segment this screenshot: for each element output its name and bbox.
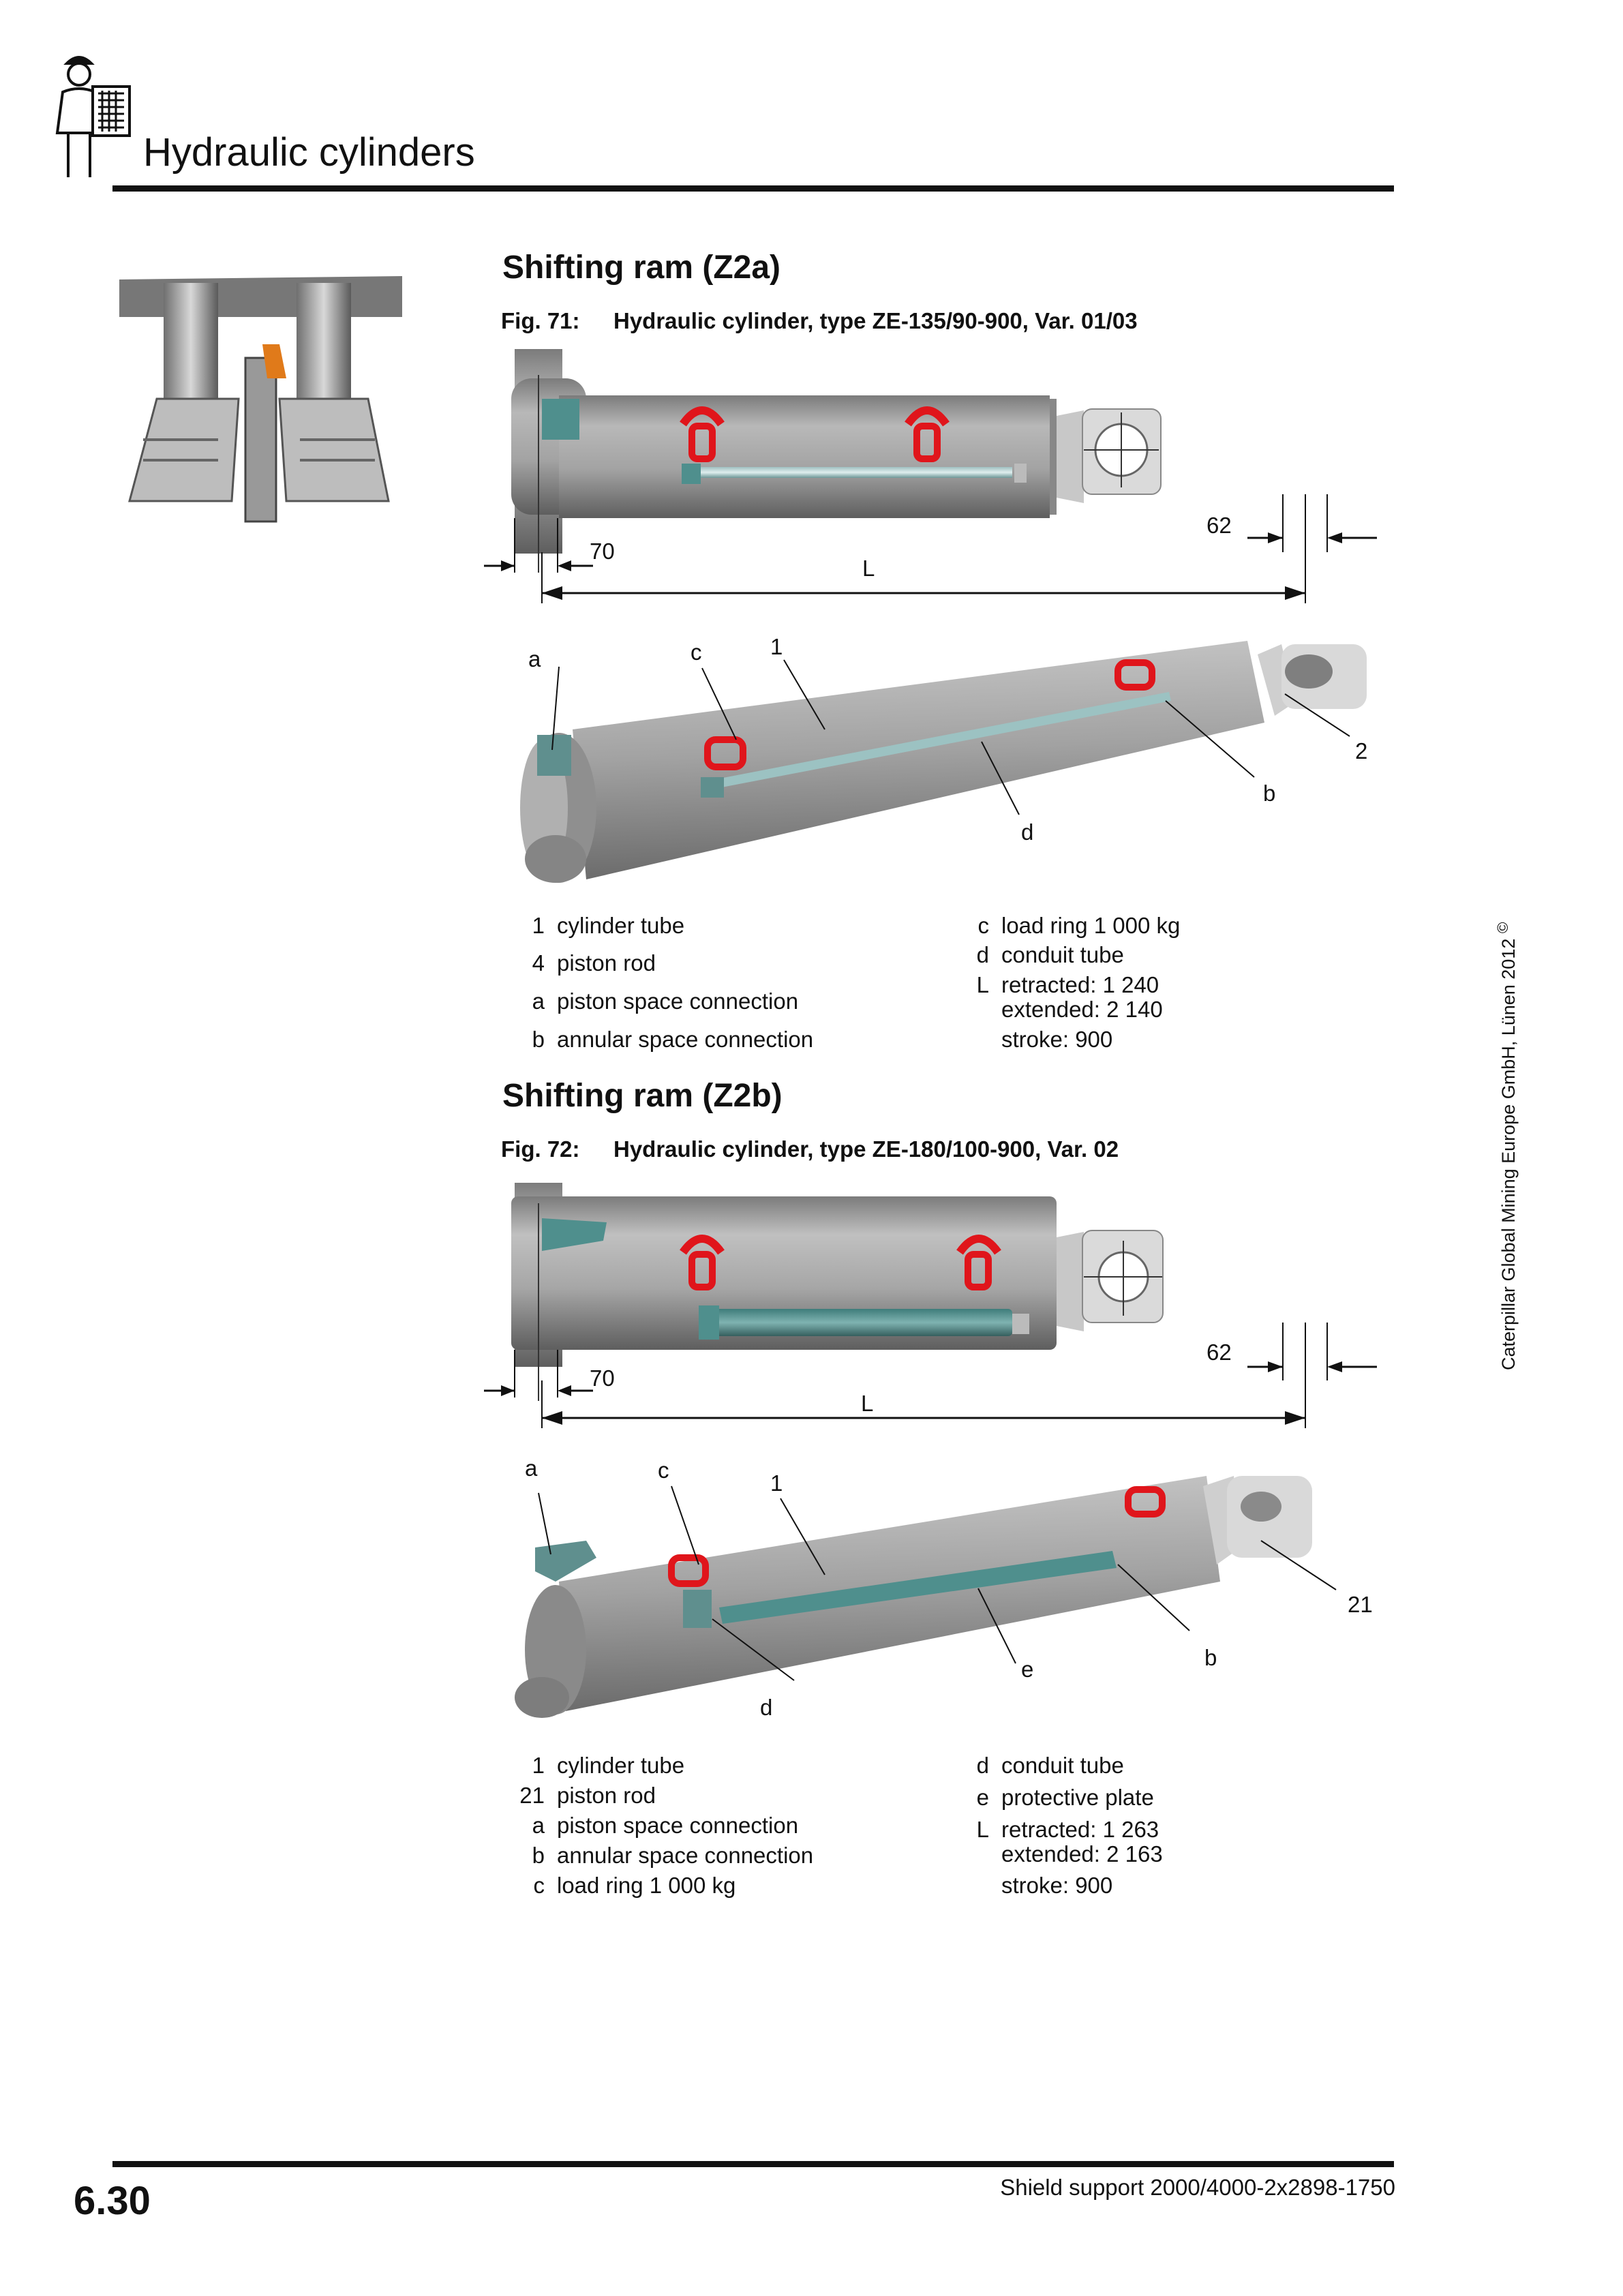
- fig72-callout-b: b: [1204, 1645, 1217, 1670]
- fig71-number: Fig. 71:: [501, 308, 580, 333]
- fig71-perspective-view: [520, 641, 1367, 883]
- fig71-callout-2: 2: [1355, 738, 1368, 764]
- fig72-perspective-view: [515, 1476, 1337, 1718]
- header-section-title: Hydraulic cylinders: [143, 130, 475, 175]
- fig72-legend-right-3: extended: 2 163: [1001, 1841, 1163, 1867]
- fig72-legend-right-4: stroke: 900: [1001, 1873, 1113, 1898]
- fig71-legend-right-3: extended: 2 140: [1001, 997, 1163, 1022]
- copyright-symbol: ©: [1494, 922, 1511, 934]
- fig72-number: Fig. 72:: [501, 1136, 580, 1162]
- fig71-side-view: [484, 349, 1377, 603]
- fig72-dim-70: 70: [590, 1365, 615, 1391]
- fig72-callout-e: e: [1021, 1657, 1034, 1682]
- footer-document-title: Shield support 2000/4000-2x2898-1750: [1000, 2175, 1395, 2200]
- worker-manual-icon: [55, 56, 131, 177]
- fig71-callout-a: a: [528, 646, 541, 671]
- fig71-callout-d: d: [1021, 819, 1034, 845]
- section1-title: Shifting ram (Z2a): [502, 250, 781, 286]
- fig71-callout-c: c: [691, 639, 702, 665]
- fig71-legend-right-4: stroke: 900: [1001, 1027, 1113, 1052]
- fig72-caption-text: Hydraulic cylinder, type ZE-180/100-900,…: [613, 1136, 1119, 1162]
- fig71-callout-b: b: [1263, 781, 1276, 806]
- section1-figure-caption: Fig. 71: Hydraulic cylinder, type ZE-135/…: [501, 308, 1138, 334]
- side-copyright-note: Caterpillar Global Mining Europe GmbH, L…: [1494, 922, 1519, 1370]
- fig72-callout-21: 21: [1348, 1592, 1373, 1617]
- fig71-callout-1: 1: [770, 634, 783, 659]
- page-number: 6.30: [74, 2179, 151, 2223]
- shield-support-illustration: [119, 276, 402, 523]
- side-note-text: Caterpillar Global Mining Europe GmbH, L…: [1498, 938, 1519, 1370]
- fig72-dim-62: 62: [1207, 1340, 1232, 1365]
- header-rule: [112, 185, 1394, 192]
- fig72-callout-d: d: [760, 1695, 773, 1720]
- section2-title: Shifting ram (Z2b): [502, 1078, 783, 1114]
- fig72-callout-c: c: [658, 1457, 669, 1483]
- fig71-dim-70: 70: [590, 539, 615, 564]
- fig72-dim-L: L: [861, 1391, 874, 1416]
- fig71-dim-L: L: [862, 556, 875, 581]
- fig72-callout-1: 1: [770, 1470, 783, 1496]
- fig72-callout-a: a: [525, 1455, 538, 1481]
- section2-figure-caption: Fig. 72: Hydraulic cylinder, type ZE-180/…: [501, 1136, 1119, 1162]
- fig71-dim-62: 62: [1207, 513, 1232, 538]
- fig72-side-view: [484, 1183, 1377, 1428]
- footer-rule: [112, 2161, 1394, 2167]
- fig71-caption-text: Hydraulic cylinder, type ZE-135/90-900, …: [613, 308, 1138, 333]
